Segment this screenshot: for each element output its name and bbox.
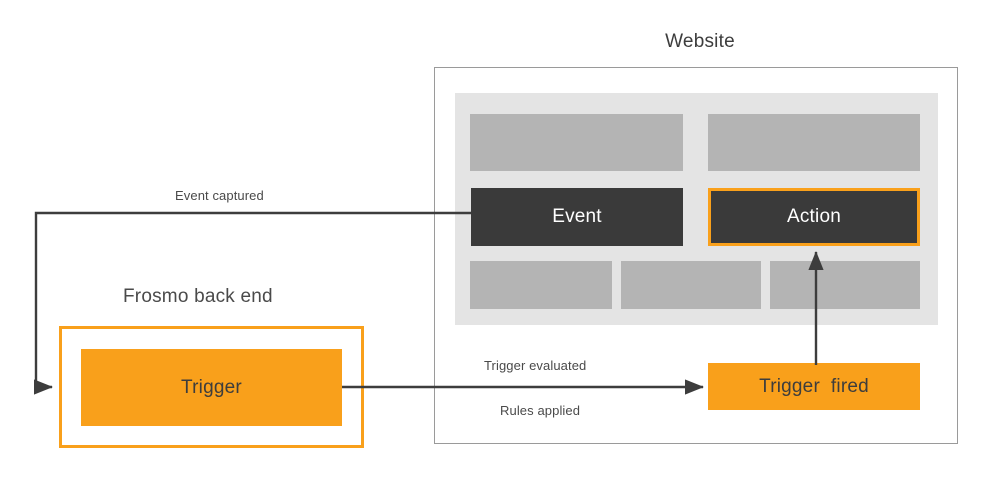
edge-label-trigger-evaluated: Trigger evaluated (484, 358, 587, 373)
trigger-box-label: Trigger (181, 376, 242, 398)
trigger-fired-box[interactable]: Trigger fired (708, 363, 920, 410)
edge-label-rules-applied: Rules applied (500, 403, 581, 418)
placeholder-block-bottom-1 (470, 261, 612, 309)
edge-label-event-captured: Event captured (175, 188, 264, 203)
action-box[interactable]: Action (708, 188, 920, 246)
website-title: Website (665, 31, 735, 52)
placeholder-block-bottom-2 (621, 261, 761, 309)
event-box-label: Event (552, 206, 602, 227)
placeholder-block-top-left (470, 114, 683, 171)
action-box-label: Action (786, 206, 841, 227)
trigger-box[interactable]: Trigger (81, 349, 342, 426)
event-box[interactable]: Event (471, 188, 683, 246)
frosmo-backend-title: Frosmo back end (123, 286, 273, 307)
trigger-fired-box-label: Trigger fired (759, 375, 869, 397)
placeholder-block-top-right (708, 114, 920, 171)
placeholder-block-bottom-3 (770, 261, 920, 309)
